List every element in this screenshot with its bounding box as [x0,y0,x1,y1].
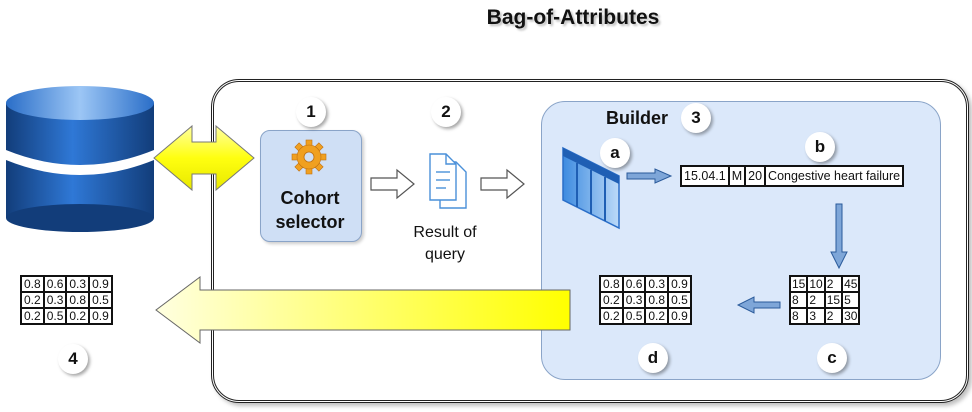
output-arrow [155,276,571,344]
matrix-cell: 15 [788,275,809,293]
badge-1: 1 [296,97,326,127]
matrix-cell: 10 [806,275,826,293]
matrix-cell: 0.9 [88,275,113,293]
diagram-title: Bag-of-Attributes [486,6,660,29]
arrow-c-to-d [736,296,781,314]
record-date: 15.04.1 [680,165,730,187]
matrix-cell: 0.6 [42,275,68,293]
matrix-cell: 0.9 [667,275,692,293]
gear-icon [291,139,327,175]
patient-record-row: 15.04.1 M 20 Congestive heart failure [680,165,905,187]
normalized-matrix: 0.8 0.6 0.3 0.9 0.2 0.3 0.8 0.5 0.2 0.5 … [599,275,692,325]
matrix-cell: 0.2 [20,291,45,309]
matrix-cell: 45 [841,275,861,293]
count-matrix: 15 10 2 45 8 2 15 5 8 3 2 30 [788,275,861,325]
matrix-cell: 8 [788,291,809,309]
result-of-query-label: Result of query [395,222,495,266]
badge-c: c [817,343,847,373]
matrix-cell: 30 [841,307,861,325]
matrix-cell: 0.9 [667,307,692,325]
matrix-cell: 0.3 [621,291,647,309]
matrix-cell: 0.2 [644,307,670,325]
matrix-cell: 0.2 [599,291,624,309]
badge-d: d [638,343,668,373]
arrow-to-result [370,168,415,200]
matrix-cell: 0.2 [20,307,45,325]
matrix-cell: 2 [823,275,844,293]
matrix-cell: 0.5 [621,307,647,325]
table-icon [562,146,620,230]
record-age: 20 [744,165,767,187]
matrix-cell: 0.5 [88,291,113,309]
query-label-line2: query [424,246,466,263]
arrow-b-to-c [830,203,848,270]
builder-label: Builder [606,108,669,128]
badge-4: 4 [58,344,88,374]
matrix-cell: 0.5 [667,291,692,309]
matrix-cell: 0.3 [65,275,91,293]
matrix-cell: 5 [841,291,861,309]
matrix-cell: 3 [806,307,826,325]
cohort-label-line2: selector [275,212,345,232]
cohort-label-line1: Cohort [280,188,340,208]
badge-a: a [600,138,630,168]
matrix-cell: 0.5 [42,307,68,325]
matrix-cell: 0.3 [644,275,670,293]
matrix-cell: 15 [823,291,844,309]
db-link-arrow [153,124,255,192]
badge-2: 2 [431,97,461,127]
matrix-cell: 0.2 [65,307,91,325]
matrix-cell: 0.8 [20,275,45,293]
matrix-cell: 0.9 [88,307,113,325]
matrix-cell: 8 [788,307,809,325]
query-label-line1: Result of [413,224,477,241]
badge-b: b [805,132,835,162]
matrix-cell: 0.8 [65,291,91,309]
database-icon [6,86,154,232]
cohort-selector-label: Cohort selector [260,186,360,234]
matrix-cell: 0.8 [599,275,624,293]
record-diagnosis: Congestive heart failure [764,165,905,187]
matrix-cell: 2 [806,291,826,309]
arrow-to-builder [480,168,525,200]
matrix-cell: 2 [823,307,844,325]
document-stack-icon [429,153,467,209]
matrix-cell: 0.2 [599,307,624,325]
badge-3: 3 [681,103,711,133]
matrix-cell: 0.6 [621,275,647,293]
record-sex: M [727,165,747,187]
matrix-cell: 0.8 [644,291,670,309]
matrix-cell: 0.3 [42,291,68,309]
arrow-a-to-b [626,168,673,184]
output-matrix: 0.8 0.6 0.3 0.9 0.2 0.3 0.8 0.5 0.2 0.5 … [20,275,113,325]
